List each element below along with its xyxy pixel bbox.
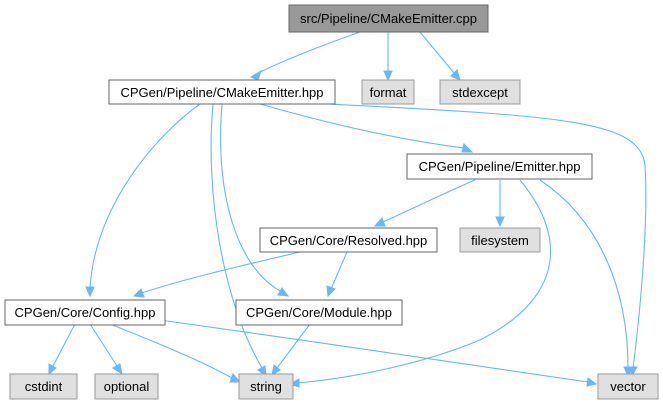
node-stdexcept[interactable]: stdexcept — [439, 79, 521, 105]
edge-arrowhead — [326, 285, 336, 298]
node-filesystem[interactable]: filesystem — [459, 227, 541, 253]
node-resolved-hpp[interactable]: CPGen/Core/Resolved.hpp — [259, 227, 438, 253]
node-box — [288, 4, 489, 33]
node-box — [108, 79, 336, 105]
node-label: CPGen/Core/Config.hpp — [15, 305, 156, 320]
node-box — [439, 79, 521, 105]
edge-arrowhead — [112, 363, 123, 376]
node-label: cstdint — [25, 379, 63, 394]
edge-arrowhead — [383, 70, 393, 82]
node-box — [597, 373, 659, 400]
node-format[interactable]: format — [361, 79, 415, 105]
edge-config-hpp-to-cstdint — [52, 323, 76, 367]
edge-emitter-hpp-to-resolved-hpp — [382, 179, 476, 223]
edge-arrowhead — [48, 363, 57, 376]
node-box — [361, 79, 415, 105]
node-optional[interactable]: optional — [94, 373, 159, 400]
edge-emitter-hpp-to-vector — [539, 179, 629, 369]
edge-emitter-hpp-to-string — [297, 179, 551, 384]
edge-arrowhead — [132, 288, 145, 298]
edge-arrowhead — [450, 69, 461, 81]
edge-root-to-cmake-emitter-hpp — [257, 31, 361, 74]
node-vector[interactable]: vector — [597, 373, 659, 400]
node-box — [235, 299, 403, 326]
edge-module-hpp-to-string — [276, 323, 311, 369]
edge-config-hpp-to-string — [109, 323, 233, 379]
edge-arrowhead — [495, 216, 505, 228]
edge-cmake-emitter-hpp-to-vector — [329, 103, 647, 369]
edge-resolved-hpp-to-module-hpp — [330, 251, 348, 290]
edge-arrowhead — [461, 143, 474, 153]
node-box — [4, 299, 166, 326]
edge-cmake-emitter-hpp-to-config-hpp — [89, 103, 201, 289]
edge-arrowhead — [249, 69, 262, 81]
edge-arrowhead — [271, 364, 281, 377]
node-label: src/Pipeline/CMakeEmitter.cpp — [300, 11, 477, 26]
edge-cmake-emitter-hpp-to-emitter-hpp — [259, 103, 465, 149]
node-label: CPGen/Core/Module.hpp — [246, 305, 392, 320]
node-label: format — [370, 85, 407, 100]
edge-cmake-emitter-hpp-to-module-hpp — [220, 103, 281, 292]
node-config-hpp[interactable]: CPGen/Core/Config.hpp — [4, 299, 166, 326]
edge-resolved-hpp-to-config-hpp — [141, 251, 301, 294]
edge-arrowhead — [229, 373, 242, 383]
node-label: vector — [610, 379, 646, 394]
node-box — [9, 373, 78, 400]
edge-root-to-stdexcept — [419, 31, 455, 74]
node-label: CPGen/Pipeline/CMakeEmitter.hpp — [120, 85, 323, 100]
node-cstdint[interactable]: cstdint — [9, 373, 78, 400]
node-box — [94, 373, 159, 400]
node-box — [259, 227, 438, 253]
node-label: optional — [104, 379, 150, 394]
node-box — [406, 153, 593, 180]
edge-arrowhead — [288, 378, 300, 388]
node-label: stdexcept — [452, 85, 508, 100]
edge-arrowhead — [85, 286, 95, 298]
node-label: string — [250, 379, 282, 394]
edges-layer — [48, 31, 647, 388]
edge-cmake-emitter-hpp-to-string — [210, 103, 263, 369]
edge-arrowhead — [277, 287, 290, 297]
node-label: CPGen/Pipeline/Emitter.hpp — [419, 159, 581, 174]
node-string[interactable]: string — [238, 373, 294, 400]
node-emitter-hpp[interactable]: CPGen/Pipeline/Emitter.hpp — [406, 153, 593, 180]
node-label: CPGen/Core/Resolved.hpp — [270, 233, 428, 248]
edge-arrowhead — [623, 366, 633, 378]
node-root-source[interactable]: src/Pipeline/CMakeEmitter.cpp — [288, 4, 489, 33]
node-cmake-emitter-hpp[interactable]: CPGen/Pipeline/CMakeEmitter.hpp — [108, 79, 336, 105]
node-box — [238, 373, 294, 400]
node-label: filesystem — [471, 233, 529, 248]
edge-arrowhead — [373, 217, 386, 227]
edge-config-hpp-to-optional — [89, 323, 118, 367]
node-module-hpp[interactable]: CPGen/Core/Module.hpp — [235, 299, 403, 326]
edge-config-hpp-to-vector — [159, 319, 589, 383]
node-box — [459, 227, 541, 253]
edge-arrowhead — [586, 377, 598, 387]
nodes-layer: src/Pipeline/CMakeEmitter.cpp CPGen/Pipe… — [4, 4, 659, 400]
